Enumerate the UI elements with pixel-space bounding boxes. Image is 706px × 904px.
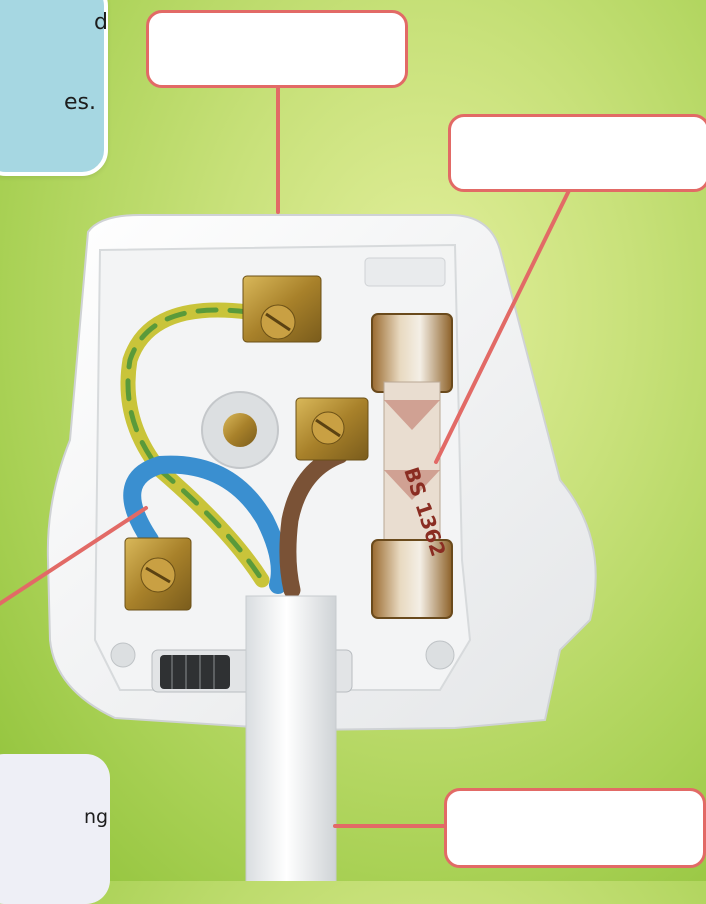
label-box-top[interactable] bbox=[146, 10, 408, 88]
outer-cable bbox=[246, 596, 336, 881]
label-box-outer-cable[interactable] bbox=[444, 788, 706, 868]
label-box-outer-cable-text bbox=[447, 791, 703, 811]
label-box-fuse-text bbox=[451, 117, 706, 137]
earth-pin-terminal bbox=[223, 413, 257, 447]
label-box-top-text bbox=[149, 13, 405, 33]
plug-diagram: d es. ng bbox=[0, 0, 706, 881]
label-box-fuse[interactable] bbox=[448, 114, 706, 192]
fuse-icon: BS 1362 bbox=[372, 314, 452, 618]
